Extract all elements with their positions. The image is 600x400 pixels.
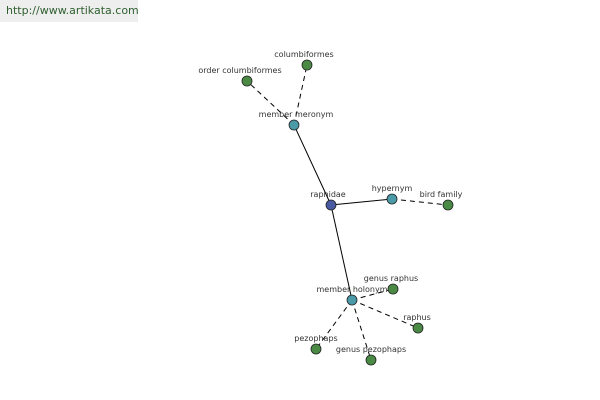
edge-member-holonym-to-genus-raphus <box>351 288 394 301</box>
labels-layer: raphidae member meronym hypernym member hol… <box>198 50 462 354</box>
node-genus-pezophaps[interactable] <box>365 354 377 366</box>
node-label-member-holonym[interactable]: member holonym <box>316 285 387 294</box>
node-label-member-meronym[interactable]: member meronym <box>259 110 334 119</box>
node-columbiformes[interactable] <box>301 59 313 71</box>
edge-member-holonym-to-raphus <box>351 299 419 329</box>
edge-member-meronym-to-order-columbiformes <box>246 80 295 126</box>
node-order-columbiformes[interactable] <box>241 75 253 87</box>
node-label-genus-pezophaps[interactable]: genus pezophaps <box>336 345 406 354</box>
edge-raphidae-to-member-meronym <box>293 124 332 206</box>
node-raphidae[interactable] <box>325 199 337 211</box>
nodes-layer <box>241 59 454 366</box>
node-label-bird-family[interactable]: bird family <box>420 190 463 199</box>
edge-member-holonym-to-genus-pezophaps <box>351 299 372 361</box>
edge-member-holonym-to-pezophaps <box>315 299 353 350</box>
edge-raphidae-to-hypernym <box>330 198 393 206</box>
node-member-meronym[interactable] <box>288 119 300 131</box>
node-label-raphus[interactable]: raphus <box>403 313 431 322</box>
node-label-raphidae[interactable]: raphidae <box>310 190 346 199</box>
node-member-holonym[interactable] <box>346 294 358 306</box>
node-label-pezophaps[interactable]: pezophaps <box>294 334 337 343</box>
edge-raphidae-to-member-holonym <box>330 204 353 301</box>
node-raphus[interactable] <box>412 322 424 334</box>
node-bird-family[interactable] <box>442 199 454 211</box>
edge-member-meronym-to-columbiformes <box>293 64 308 126</box>
node-label-order-columbiformes[interactable]: order columbiformes <box>198 66 281 75</box>
node-genus-raphus[interactable] <box>387 283 399 295</box>
node-pezophaps[interactable] <box>310 343 322 355</box>
site-url-text[interactable]: http://www.artikata.com <box>6 4 139 17</box>
node-hypernym[interactable] <box>386 193 398 205</box>
edge-hypernym-to-bird-family <box>391 198 449 206</box>
node-label-genus-raphus[interactable]: genus raphus <box>364 274 418 283</box>
node-label-hypernym[interactable]: hypernym <box>372 184 413 193</box>
edges-layer <box>246 64 449 361</box>
node-label-columbiformes[interactable]: columbiformes <box>274 50 333 59</box>
url-banner: http://www.artikata.com <box>0 0 139 22</box>
